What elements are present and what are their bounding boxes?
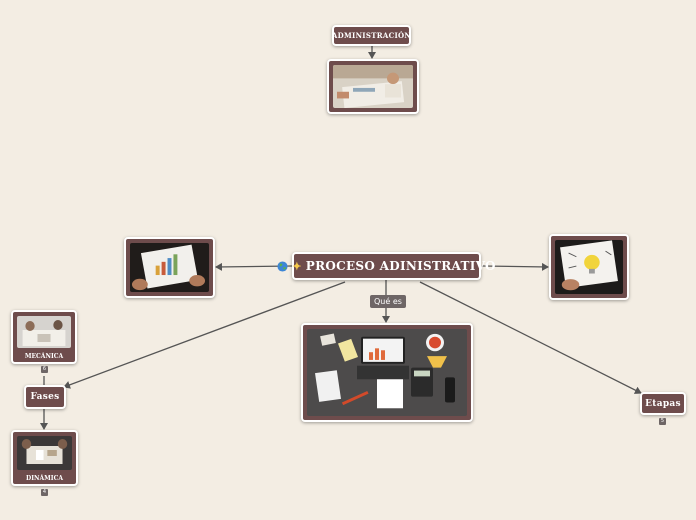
etapas-node[interactable]: Etapas	[640, 392, 686, 415]
chart-photo-thumbnail	[130, 243, 209, 292]
fases-node[interactable]: Fases	[24, 385, 66, 409]
connector-center-to-fases	[63, 281, 346, 389]
etapas-badge: 5	[659, 418, 666, 425]
connector-center-to-etapas	[419, 281, 642, 394]
administracion-image-node[interactable]	[327, 59, 419, 114]
dinamica-badge: 4	[41, 489, 48, 496]
dinamica-node[interactable]: DINÁMICA	[11, 430, 78, 486]
etapas-badge-count: 5	[660, 418, 665, 424]
administracion-node[interactable]: ADMINISTRACIÓN	[332, 25, 411, 46]
fases-label: Fases	[30, 392, 60, 402]
connector-center-to-right-image	[481, 262, 549, 271]
globe-icon	[277, 260, 288, 272]
central-topic-label: PROCESO ADINISTRATIVO	[305, 259, 496, 273]
que-es-connector-label[interactable]: Qué es	[370, 295, 406, 308]
dinamica-label: DINÁMICA	[25, 475, 64, 482]
mecanica-badge-count: 6	[42, 366, 47, 372]
sparkle-icon: ✦	[292, 259, 302, 273]
mecanica-node[interactable]: MECÁNICA	[11, 310, 77, 364]
definition-image-node[interactable]	[301, 323, 473, 422]
administracion-label: ADMINISTRACIÓN	[331, 31, 412, 40]
desk-workspace-thumbnail	[307, 329, 467, 416]
left-image-node[interactable]	[124, 237, 215, 298]
que-es-text: Qué es	[374, 297, 402, 306]
central-topic-node[interactable]: ✦ PROCESO ADINISTRATIVO	[277, 252, 495, 280]
mecanica-thumbnail	[17, 316, 71, 348]
dinamica-thumbnail	[17, 436, 72, 470]
dinamica-badge-count: 4	[42, 489, 47, 495]
meeting-photo-thumbnail	[333, 65, 413, 108]
mecanica-label: MECÁNICA	[24, 353, 64, 360]
idea-bulb-thumbnail	[555, 240, 623, 294]
etapas-label: Etapas	[645, 398, 681, 409]
right-image-node[interactable]	[549, 234, 629, 300]
mecanica-badge: 6	[41, 366, 48, 373]
